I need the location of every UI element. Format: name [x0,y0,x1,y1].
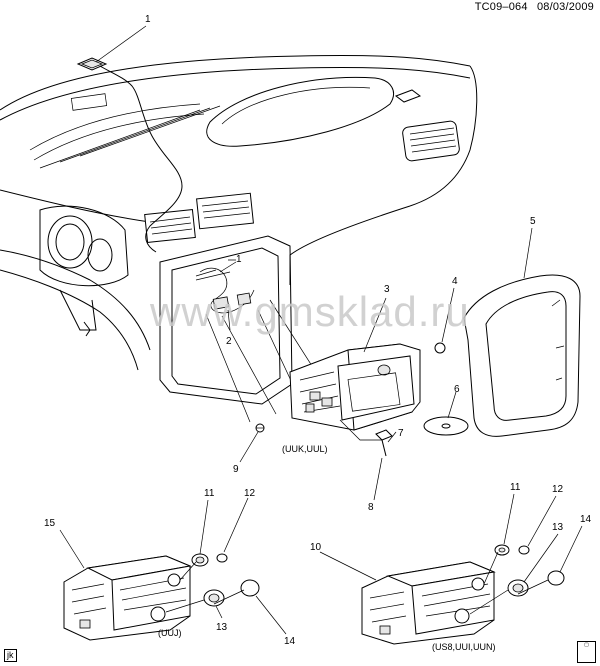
stamp-icon: ▢ [577,641,596,663]
diagram-code: TC09–064 [474,1,528,13]
screw-9 [255,423,265,433]
option-label-left: (UUJ) [158,628,182,638]
callout-14-right: 14 [580,514,592,525]
callout-14-left: 14 [284,636,296,647]
option-labels: (UUK,UUL) (UUJ) (US8,UUI,UUN) [158,444,496,652]
callout-1: 1 [145,14,151,25]
instrument-panel [0,55,478,405]
callout-4: 4 [452,276,458,287]
callout-11-right: 11 [510,482,521,493]
watermark: www.gmsklad.ru [150,288,470,335]
callout-5: 5 [530,216,536,227]
callout-1-harness: 1 [236,254,242,265]
callout-12-left: 12 [244,488,256,499]
diagram-date: 08/03/2009 [536,1,594,13]
corner-tag: jk [4,649,17,662]
radio-us8-10 [361,561,496,645]
radio-uuj-15 [63,555,192,641]
callout-9: 9 [233,464,239,475]
knob-set-left [165,553,260,613]
radio-assembly [205,299,421,441]
bolt-8 [375,429,393,457]
callout-12-right: 12 [552,484,564,495]
callout-7: 7 [398,428,404,439]
antenna-assembly [76,57,183,253]
callout-13-right: 13 [552,522,564,533]
diagram-header: TC09–064 08/03/2009 [475,1,594,13]
option-label-main: (UUK,UUL) [282,444,328,454]
callout-3: 3 [384,284,390,295]
callout-8: 8 [368,502,374,513]
callout-2: 2 [226,336,232,347]
option-label-right: (US8,UUI,UUN) [432,642,496,652]
callout-numbers: 1 1 2 3 4 5 6 7 8 9 10 11 12 13 14 15 11… [44,14,592,647]
knob-4 [434,342,446,354]
disc-6 [423,416,469,436]
knob-set-right [469,544,565,615]
trim-bezel-5 [463,274,581,437]
callout-6: 6 [454,384,460,395]
callout-13-left: 13 [216,622,228,633]
callout-11-left: 11 [204,488,215,499]
callout-10: 10 [310,542,322,553]
callout-15: 15 [44,518,56,529]
callout-leaders [59,25,583,635]
